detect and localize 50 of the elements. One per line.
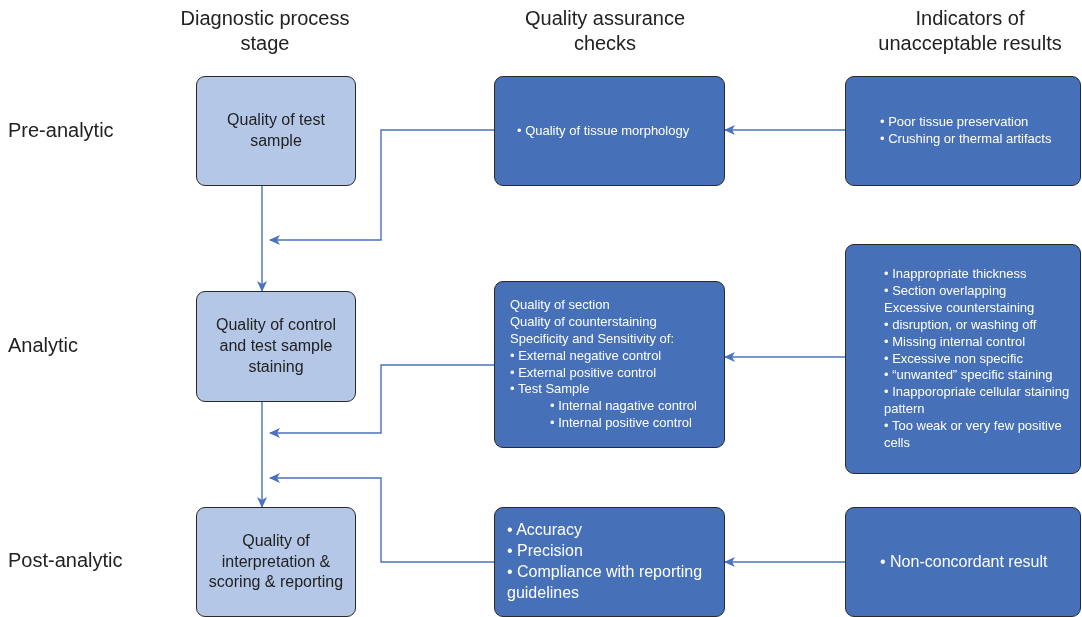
list-item: • Poor tissue preservation — [880, 114, 1030, 131]
list-item: • Too weak or very few positive cells — [884, 418, 1063, 452]
list-item: • disruption, or washing off — [884, 316, 1038, 334]
check-box — [845, 507, 1081, 617]
list-item: • Internal nagative control — [549, 398, 698, 416]
stage-box — [196, 76, 356, 186]
stage-box — [196, 291, 356, 402]
list-item: • Quality of tissue morphology — [517, 122, 691, 140]
list-item: • Precision — [507, 541, 584, 562]
list-item: Quality of counterstaining — [510, 313, 658, 331]
arrow — [269, 129, 495, 245]
arrow — [257, 401, 267, 508]
column-heading: Quality assurance checks — [523, 6, 687, 56]
list-item: • Compliance with reporting guidelines — [507, 562, 704, 603]
stage-text: Quality of control and test sample staining — [214, 315, 338, 377]
arrow — [724, 125, 846, 135]
stage-text: Quality of interpretation & scoring & reporting — [207, 530, 345, 593]
list-item: • Inapporopriate cellular staining pattern — [884, 384, 1071, 419]
list-item: Specificity and Sensitivity of: — [510, 330, 676, 348]
check-box — [845, 244, 1081, 474]
list-item: • Non-concordant result — [880, 551, 1049, 572]
list-item: • Internal positive control — [549, 415, 693, 433]
list-item: • Test Sample — [510, 381, 591, 399]
row-label: Pre-analytic — [8, 119, 114, 142]
list-item: • Missing internal control — [884, 333, 1027, 351]
row-label: Post-analytic — [8, 549, 123, 572]
list-item: Quality of section — [510, 296, 611, 314]
list-item: Excessive counterstaining — [884, 299, 1036, 317]
arrow — [257, 185, 267, 292]
row-label: Analytic — [8, 334, 79, 357]
arrow — [724, 557, 846, 567]
list-item: • Crushing or thermal artifacts — [880, 131, 1053, 148]
column-heading: Indicators of unacceptable results — [877, 6, 1063, 56]
column-heading: Diagnostic process stage — [180, 6, 350, 56]
list-item: • External positive control — [510, 364, 658, 382]
list-item: • “unwanted” specific staining — [884, 367, 1054, 385]
arrow — [724, 352, 846, 362]
stage-text: Quality of test sample — [226, 110, 326, 151]
check-box — [494, 76, 725, 186]
list-item: • Accuracy — [507, 520, 583, 541]
check-box — [494, 281, 725, 448]
list-item: • External negative control — [510, 347, 663, 365]
check-box — [845, 76, 1081, 186]
arrow — [269, 364, 495, 438]
stage-box — [196, 507, 356, 617]
list-item: • Inappropriate thickness — [884, 266, 1028, 283]
list-item: • Excessive non specific — [884, 350, 1024, 368]
check-box — [494, 507, 725, 617]
list-item: • Section overlapping — [884, 283, 1008, 300]
arrow — [269, 473, 495, 563]
